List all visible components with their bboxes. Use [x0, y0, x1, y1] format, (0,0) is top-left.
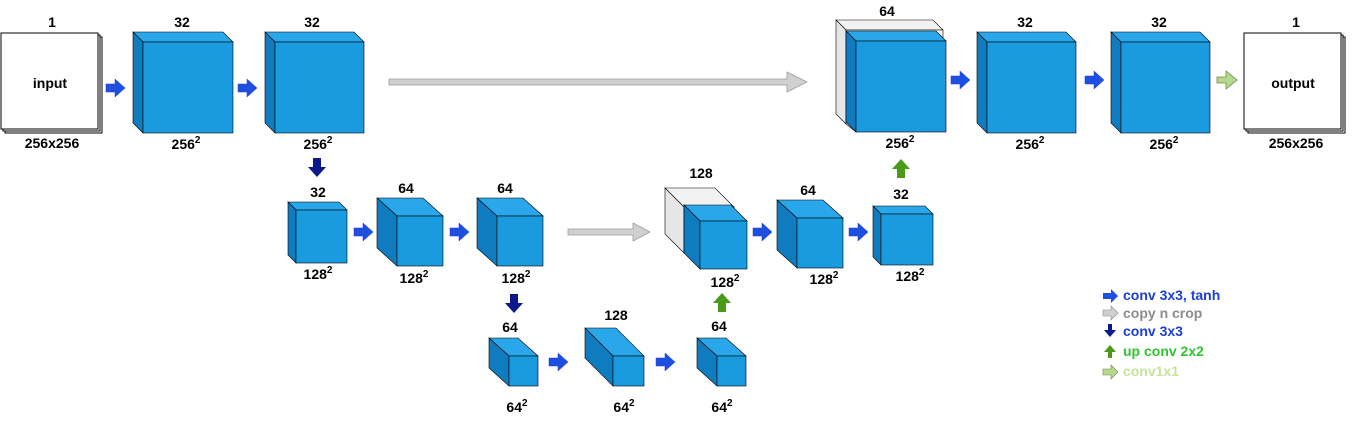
block-size: 1282: [400, 269, 429, 286]
input-label: input: [33, 75, 68, 91]
legend-label: conv 3x3, tanh: [1123, 287, 1220, 303]
block-channels: 128: [689, 165, 713, 181]
upconv-arrow: [892, 159, 910, 178]
conv-tanh-arrow: [950, 70, 971, 90]
legend-label: copy n crop: [1123, 305, 1202, 321]
block-channels: 64: [800, 182, 816, 198]
output-box: [1243, 32, 1346, 134]
block-size: 2562: [172, 135, 201, 152]
block-size: 1282: [711, 273, 740, 290]
conv-down-arrow: [308, 158, 326, 177]
conv-tanh-arrow: [237, 78, 258, 98]
block-channels: 64: [497, 180, 513, 196]
output-size: 256x256: [1269, 135, 1324, 151]
block-dec1b: [976, 31, 1077, 134]
block-channels: 128: [604, 307, 628, 323]
block-channels: 64: [711, 318, 727, 334]
block-enc2c: [476, 197, 544, 267]
block-enc2a: [287, 201, 348, 264]
conv-down-arrow: [505, 294, 523, 313]
block-dec1c: [1110, 31, 1211, 134]
legend-item: up conv 2x2: [1104, 343, 1204, 359]
block-dec1a: [835, 19, 947, 133]
block-channels: 32: [1151, 14, 1167, 30]
input-channels: 1: [48, 14, 56, 30]
block-size: 642: [613, 398, 635, 415]
conv-tanh-arrow: [655, 352, 676, 372]
input-size: 256x256: [25, 135, 80, 151]
output-channels: 1: [1292, 14, 1300, 30]
block-channels: 32: [304, 14, 320, 30]
legend-item: copy n crop: [1102, 305, 1202, 321]
arrow-up-icon: [1104, 345, 1116, 358]
legend-item: conv1x1: [1102, 363, 1179, 380]
conv-tanh-arrow: [848, 222, 869, 242]
block-channels: 32: [310, 184, 326, 200]
arrow-down-icon: [1104, 324, 1116, 337]
block-enc2b: [376, 197, 444, 267]
legend-label: up conv 2x2: [1123, 343, 1204, 359]
conv-tanh-arrow: [449, 222, 470, 242]
block-size: 1282: [502, 269, 531, 286]
block-bot3: [696, 337, 747, 387]
block-size: 2562: [886, 134, 915, 151]
block-size: 1282: [810, 270, 839, 287]
conv1x1-arrow: [1216, 70, 1238, 90]
block-size: 642: [506, 398, 528, 415]
block-size: 1282: [896, 267, 925, 284]
copy-crop-arrow: [388, 71, 808, 93]
block-size: 2562: [1016, 135, 1045, 152]
legend: conv 3x3, tanh copy n crop conv 3x3 up c…: [1102, 287, 1220, 380]
block-size: 1282: [304, 265, 333, 282]
legend-label: conv 3x3: [1123, 323, 1183, 339]
block-channels: 32: [1017, 14, 1033, 30]
block-size: 2562: [304, 135, 333, 152]
arrow-right-icon: [1103, 289, 1118, 303]
arrow-right-icon: [1102, 305, 1119, 321]
block-channels: 64: [879, 3, 895, 19]
block-enc1b: [264, 31, 365, 134]
conv-tanh-arrow: [752, 222, 773, 242]
legend-label: conv1x1: [1123, 363, 1179, 379]
block-size: 642: [711, 398, 733, 415]
block-dec2c: [872, 205, 934, 266]
legend-item: conv 3x3: [1104, 323, 1183, 339]
block-bot1: [488, 337, 539, 387]
upconv-arrow: [713, 293, 731, 312]
output-label: output: [1271, 75, 1315, 91]
block-channels: 32: [174, 14, 190, 30]
block-enc1a: [132, 31, 234, 134]
block-channels: 64: [398, 180, 414, 196]
legend-item: conv 3x3, tanh: [1103, 287, 1220, 303]
conv-tanh-arrow: [548, 352, 569, 372]
conv-tanh-arrow: [105, 78, 126, 98]
copy-crop-arrow: [567, 222, 651, 242]
block-dec2a: [664, 187, 748, 270]
block-bot2: [584, 327, 645, 387]
block-channels: 64: [502, 319, 518, 335]
block-size: 2562: [1150, 135, 1179, 152]
input-box: [0, 32, 103, 134]
block-channels: 32: [893, 186, 909, 202]
conv-tanh-arrow: [353, 222, 374, 242]
block-dec2b: [776, 199, 844, 269]
arrow-right-icon: [1102, 364, 1119, 380]
conv-tanh-arrow: [1084, 70, 1105, 90]
